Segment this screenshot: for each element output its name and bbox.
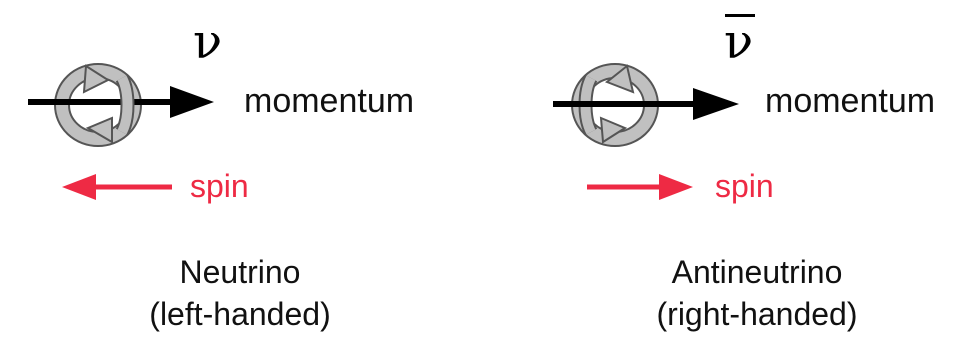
antineutrino-momentum-label: momentum: [765, 84, 935, 118]
neutrino-caption: Neutrino (left-handed): [80, 252, 400, 335]
neutrino-handedness: (left-handed): [80, 294, 400, 336]
antineutrino-caption: Antineutrino (right-handed): [597, 252, 917, 335]
antineutrino-spin-label: spin: [715, 170, 774, 202]
neutrino-panel: ν momentum spin Neutrino (left-handed): [0, 0, 487, 338]
antineutrino-handedness: (right-handed): [597, 294, 917, 336]
neutrino-name: Neutrino: [80, 252, 400, 294]
antineutrino-panel: ν momentum spin Antineutrino (right-hand…: [487, 0, 974, 338]
neutrino-spin-label: spin: [190, 170, 249, 202]
antineutrino-name: Antineutrino: [597, 252, 917, 294]
neutrino-momentum-label: momentum: [244, 84, 414, 118]
neutrino-spin-arrow: [62, 174, 172, 200]
antineutrino-spin-arrow: [587, 174, 693, 200]
